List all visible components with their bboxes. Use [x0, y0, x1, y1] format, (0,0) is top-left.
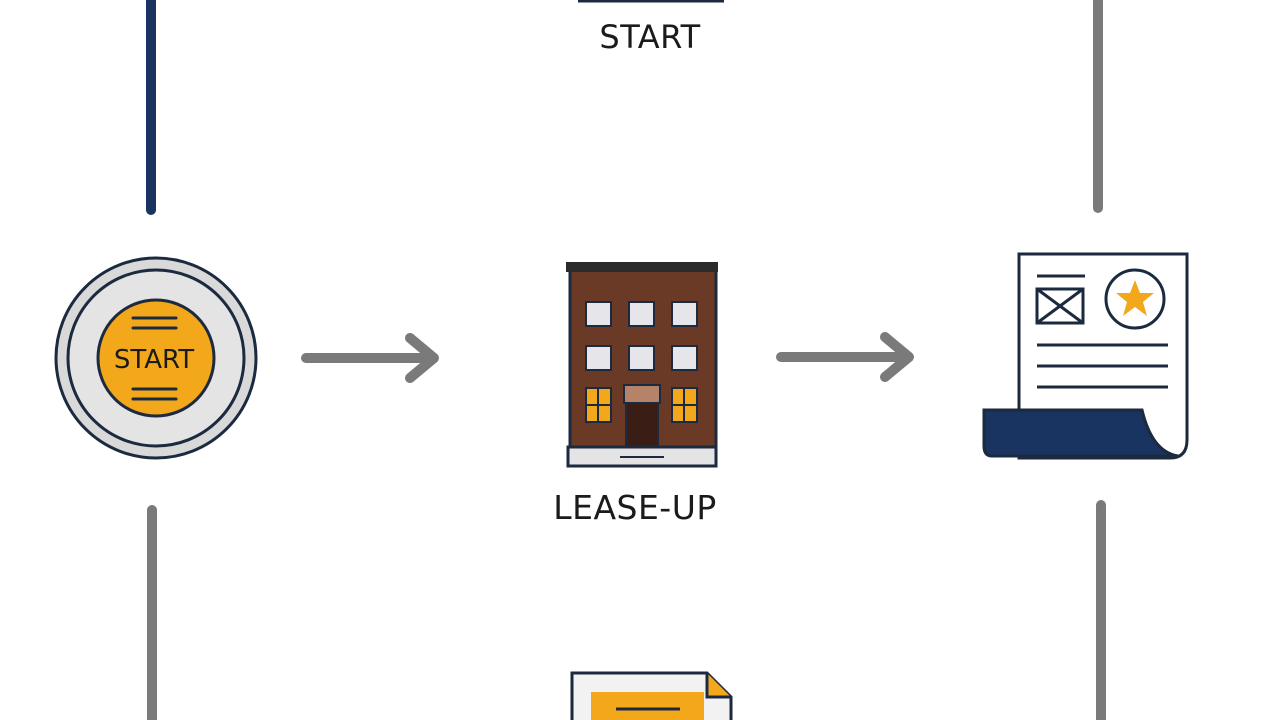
star-icon [1116, 280, 1154, 316]
lease-up-label: LEASE-UP [553, 488, 717, 527]
start-badge-icon: START [54, 256, 258, 460]
rated-document-icon [982, 252, 1189, 460]
arrow-right-icon [301, 333, 439, 383]
start-label: START [599, 18, 701, 56]
start-badge-label: START [114, 345, 194, 375]
arrow-right-icon [776, 332, 914, 382]
building-icon [566, 262, 718, 468]
document-icon [570, 671, 733, 720]
